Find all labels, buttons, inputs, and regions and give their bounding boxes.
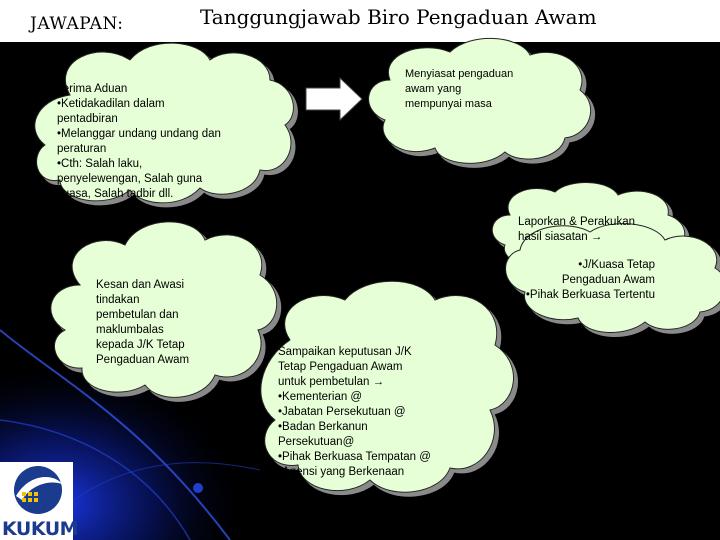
cloud-laporkan-text: Laporkan & Perakukan hasil siasatan → [518,216,635,243]
cloud-kesan-text: Kesan dan Awasi tindakan pembetulan dan … [96,279,190,366]
cloud-terima-aduan [34,42,294,204]
slide-title: Tanggungjawab Biro Pengaduan Awam [200,5,597,29]
cloud-terima-text: Terima Aduan •Ketidakadilan dalam pentad… [57,83,221,200]
answer-label: JAWAPAN: [30,14,124,34]
cloud-sampaikan-text: Sampaikan keputusan J/K Tetap Pengaduan … [278,346,431,478]
cloud-sampaikan [260,280,514,493]
logo-text: KUKUM [2,518,79,540]
cloud-jk-text: •J/Kuasa Tetap Pengaduan Awam •Pihak Ber… [525,259,655,301]
cloud-jk-kuasa [505,223,720,333]
cloud-kesan [50,221,278,398]
cloud-menyiasat-text: Menyiasat pengaduan awam yang mempunyai … [405,68,514,110]
header-band [0,0,720,42]
cloud-menyiasat [368,37,592,164]
logo-emblem-icon [14,466,62,514]
kukum-logo: KUKUM [0,462,79,540]
